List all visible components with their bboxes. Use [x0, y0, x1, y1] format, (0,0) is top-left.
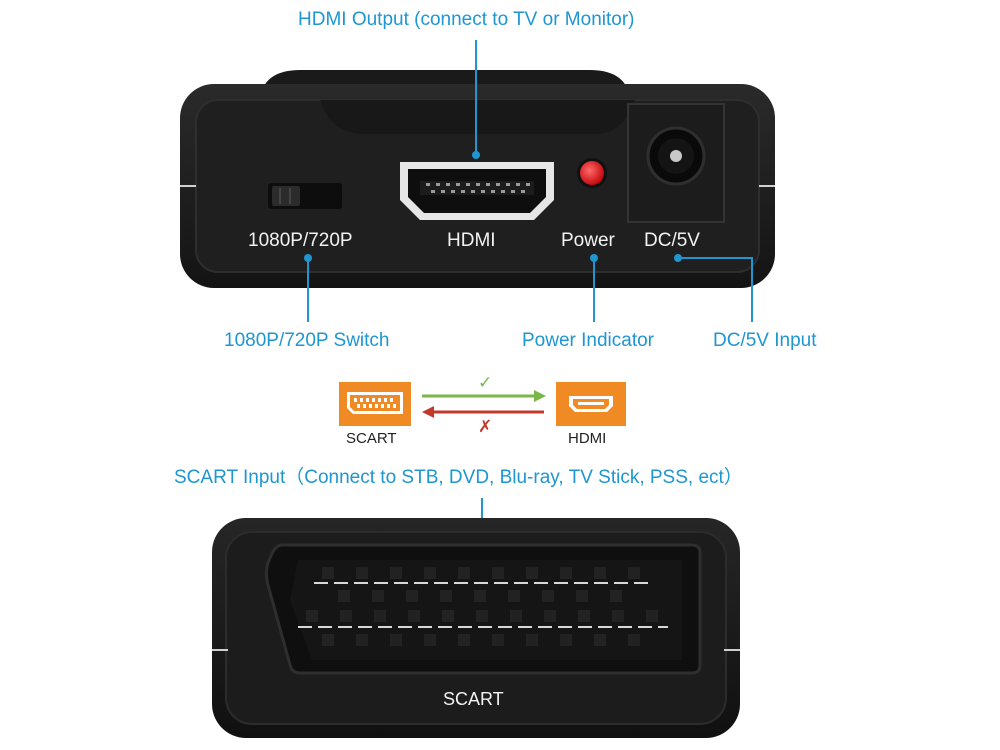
callout-switch: 1080P/720P Switch — [224, 330, 390, 351]
conversion-arrows — [422, 390, 546, 418]
hdmi-port-label: HDMI — [447, 230, 496, 251]
scart-icon — [339, 382, 411, 426]
hdmi-icon-label: HDMI — [568, 430, 607, 447]
top-device — [180, 70, 775, 288]
scart-icon-label: SCART — [346, 430, 397, 447]
hdmi-icon — [556, 382, 626, 426]
callout-power-indicator: Power Indicator — [522, 330, 655, 351]
scart-device-label: SCART — [443, 689, 504, 709]
dc-jack[interactable] — [627, 103, 725, 223]
resolution-switch[interactable] — [268, 183, 342, 209]
callout-dc-input: DC/5V Input — [713, 330, 817, 351]
cross-mark: ✗ — [478, 417, 493, 436]
bottom-device — [212, 518, 740, 738]
callout-lines-top — [304, 40, 753, 322]
dc-label: DC/5V — [644, 230, 700, 251]
check-mark: ✓ — [478, 373, 493, 392]
callout-hdmi-output: HDMI Output (connect to TV or Monitor) — [298, 9, 635, 30]
switch-label: 1080P/720P — [248, 230, 353, 251]
power-label: Power — [561, 230, 615, 251]
power-led — [577, 158, 607, 188]
hdmi-port[interactable] — [400, 162, 554, 220]
scart-port[interactable] — [264, 543, 702, 675]
callout-scart-input: SCART Input（Connect to STB, DVD, Blu-ray… — [174, 467, 743, 488]
